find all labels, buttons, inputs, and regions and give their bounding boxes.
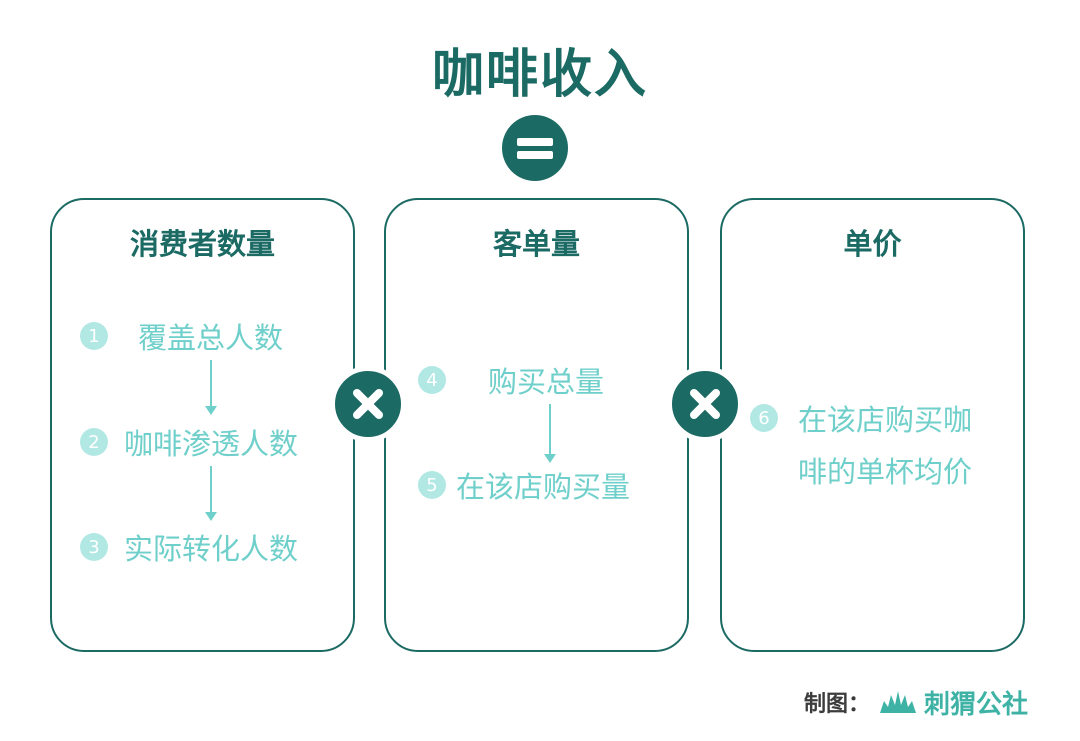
step-label: 咖啡渗透人数 — [124, 427, 299, 461]
multiply-icon — [667, 366, 743, 442]
card-consumer-count: 消费者数量 1 覆盖总人数 2 咖啡渗透人数 3 实际转化人数 — [50, 198, 355, 652]
step-number-badge: 2 — [80, 428, 108, 456]
step-number-badge: 5 — [418, 471, 446, 499]
step-number-badge: 1 — [80, 322, 108, 350]
step-label: 购买总量 — [488, 365, 605, 399]
step-label: 在该店购买量 — [456, 470, 631, 504]
step-number-badge: 6 — [750, 404, 778, 432]
step-number-badge: 4 — [418, 366, 446, 394]
arrow-down-icon — [210, 360, 212, 406]
list-item: 6 在该店购买咖 — [750, 396, 972, 440]
credit-label: 制图： — [804, 692, 871, 717]
diagram-title: 咖啡收入 — [431, 45, 648, 105]
equals-icon — [502, 115, 568, 181]
arrow-head-icon — [205, 512, 217, 521]
step-label: 覆盖总人数 — [138, 321, 284, 355]
card-title: 消费者数量 — [129, 227, 275, 261]
hedgehog-icon — [880, 691, 917, 713]
step-number-badge: 3 — [80, 533, 108, 561]
card-title: 客单量 — [492, 227, 580, 261]
arrow-down-icon — [549, 404, 551, 454]
credit: 制图： 刺猬公社 — [804, 684, 1028, 720]
list-item: 1 覆盖总人数 — [80, 314, 283, 358]
step-label: 实际转化人数 — [124, 532, 299, 566]
list-item: 5 在该店购买量 — [418, 463, 630, 507]
list-item: 2 咖啡渗透人数 — [80, 420, 298, 464]
list-item: 4 购买总量 — [418, 358, 604, 402]
multiply-icon — [330, 366, 406, 442]
step-label-line1: 在该店购买咖 — [798, 403, 973, 437]
brand-logo: 刺猬公社 — [878, 684, 1028, 721]
list-item: 3 实际转化人数 — [80, 525, 298, 569]
card-order-quantity: 客单量 4 购买总量 5 在该店购买量 — [384, 198, 689, 652]
step-label-line2: 啡的单杯均价 — [798, 455, 973, 489]
arrow-head-icon — [205, 406, 217, 415]
arrow-down-icon — [210, 466, 212, 512]
card-title: 单价 — [843, 227, 902, 261]
arrow-head-icon — [544, 454, 556, 463]
brand-name: 刺猬公社 — [924, 689, 1029, 720]
card-unit-price: 单价 6 在该店购买咖 啡的单杯均价 — [720, 198, 1025, 652]
